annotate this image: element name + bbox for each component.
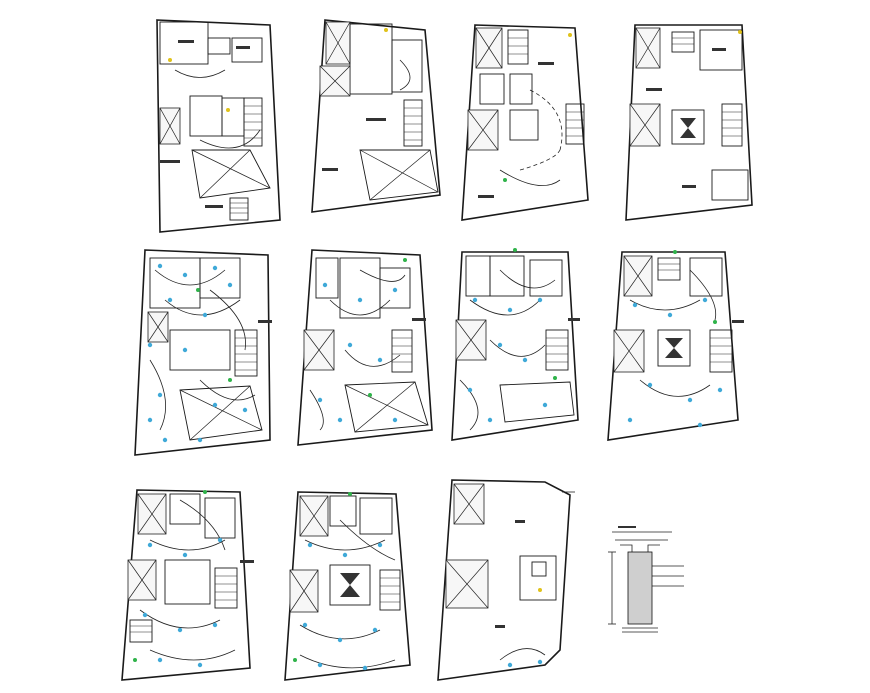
floor-plan-1 — [156, 19, 281, 233]
stair-enclosure — [519, 555, 557, 601]
central-core — [671, 109, 705, 145]
floor-plan-4 — [625, 24, 753, 221]
floor-plan-7 — [451, 248, 580, 441]
floor-plan-10 — [284, 491, 411, 681]
floor-plan-2 — [311, 19, 441, 213]
floor-plan-3 — [461, 24, 589, 221]
floor-plan-6 — [297, 249, 433, 446]
floor-plan-8 — [607, 250, 744, 441]
central-core — [657, 329, 691, 367]
section-detail — [608, 526, 684, 633]
floor-plan-5 — [134, 249, 272, 456]
central-core — [329, 564, 371, 606]
floor-plan-11-roof — [437, 479, 575, 681]
floor-plan-9 — [121, 489, 254, 681]
